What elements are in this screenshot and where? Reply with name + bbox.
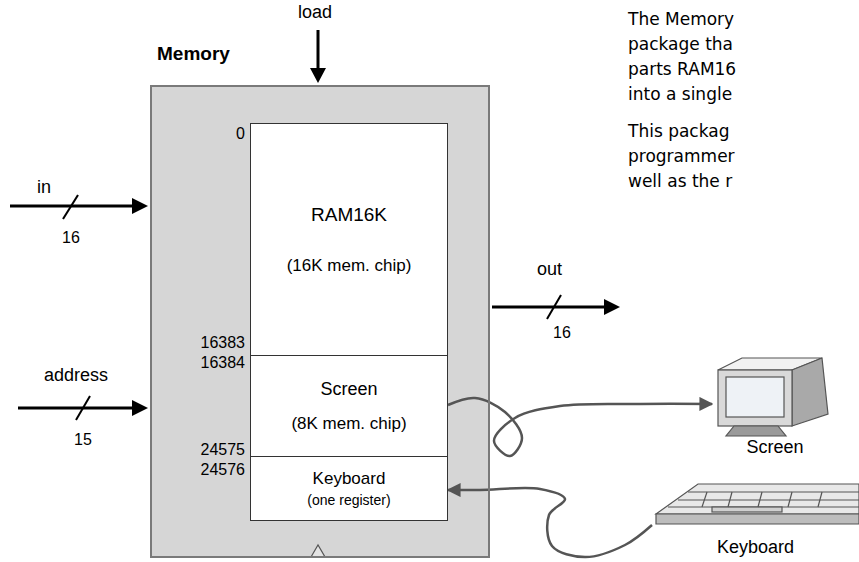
keyboard-front	[656, 514, 859, 524]
in-bus-slash	[63, 195, 78, 219]
keyboard-icon	[656, 484, 859, 524]
out-bus-head	[604, 299, 620, 315]
bus-width: 16	[553, 324, 571, 342]
out-bus-slash	[547, 295, 561, 319]
monitor-side	[792, 358, 828, 426]
key-gap	[818, 492, 822, 507]
signal-name: out	[537, 259, 562, 280]
keyboard-register: Keyboard (one register)	[250, 456, 448, 521]
bus-width: 16	[62, 229, 80, 247]
address-number: 0	[236, 125, 245, 143]
address-bus-line	[18, 407, 134, 410]
bus-width: 15	[74, 431, 92, 449]
device-label: Keyboard	[717, 537, 794, 558]
ram-chip: RAM16K (16K mem. chip)	[250, 123, 448, 356]
key-gap	[758, 492, 762, 507]
address-bus-head	[132, 400, 148, 416]
note-text: parts RAM16	[628, 60, 736, 80]
screen-device: Screen	[712, 356, 838, 460]
chip-name: Keyboard	[313, 469, 386, 489]
address-number: 24576	[201, 461, 246, 479]
key-row	[688, 491, 859, 492]
control-signal: load	[298, 2, 332, 23]
memory-package: MemoryRAM16K(16K mem. chip)Screen(8K mem…	[150, 85, 490, 558]
monitor-screen	[726, 377, 784, 417]
monitor-front	[718, 370, 792, 426]
chip-name: Screen	[320, 379, 377, 400]
chip-name: RAM16K	[311, 204, 387, 226]
note-text: This packag	[628, 122, 729, 142]
memory-housing-fill	[150, 85, 490, 558]
in-bus-head	[132, 198, 148, 214]
device-wire	[448, 488, 652, 557]
signal-name: address	[44, 365, 108, 386]
note-text: The Memory	[628, 10, 734, 30]
load-arrow-line	[317, 30, 320, 70]
chip-description: (one register)	[307, 492, 390, 508]
address-number: 16383	[201, 334, 246, 352]
signal-name: in	[37, 177, 51, 198]
note-text: programmer	[628, 147, 735, 167]
address-bus-slash	[76, 396, 90, 420]
device-wire	[448, 398, 712, 456]
device-label: Screen	[746, 437, 803, 458]
monitor-stand	[726, 426, 786, 436]
keyboard-top	[656, 484, 859, 514]
note-text: package tha	[628, 35, 733, 55]
key-row	[678, 499, 859, 500]
space-bar	[712, 507, 782, 512]
load-arrow-head	[310, 68, 326, 83]
key-gap	[728, 492, 732, 507]
address-number: 24575	[201, 441, 246, 459]
monitor-icon	[718, 358, 828, 436]
screen-chip: Screen (8K mem. chip)	[250, 355, 448, 457]
key-gap	[788, 492, 792, 507]
chip-description: (16K mem. chip)	[287, 256, 412, 276]
package-title: Memory	[157, 43, 230, 65]
clock-triangle	[311, 545, 325, 557]
note-text: well as the r	[628, 172, 732, 192]
note-text: into a single	[628, 85, 732, 105]
out-bus-line	[492, 306, 606, 309]
keyboard-device: Keyboard	[652, 480, 859, 560]
chip-description: (8K mem. chip)	[291, 414, 406, 434]
address-number: 16384	[201, 354, 246, 372]
key-gap	[702, 492, 707, 507]
